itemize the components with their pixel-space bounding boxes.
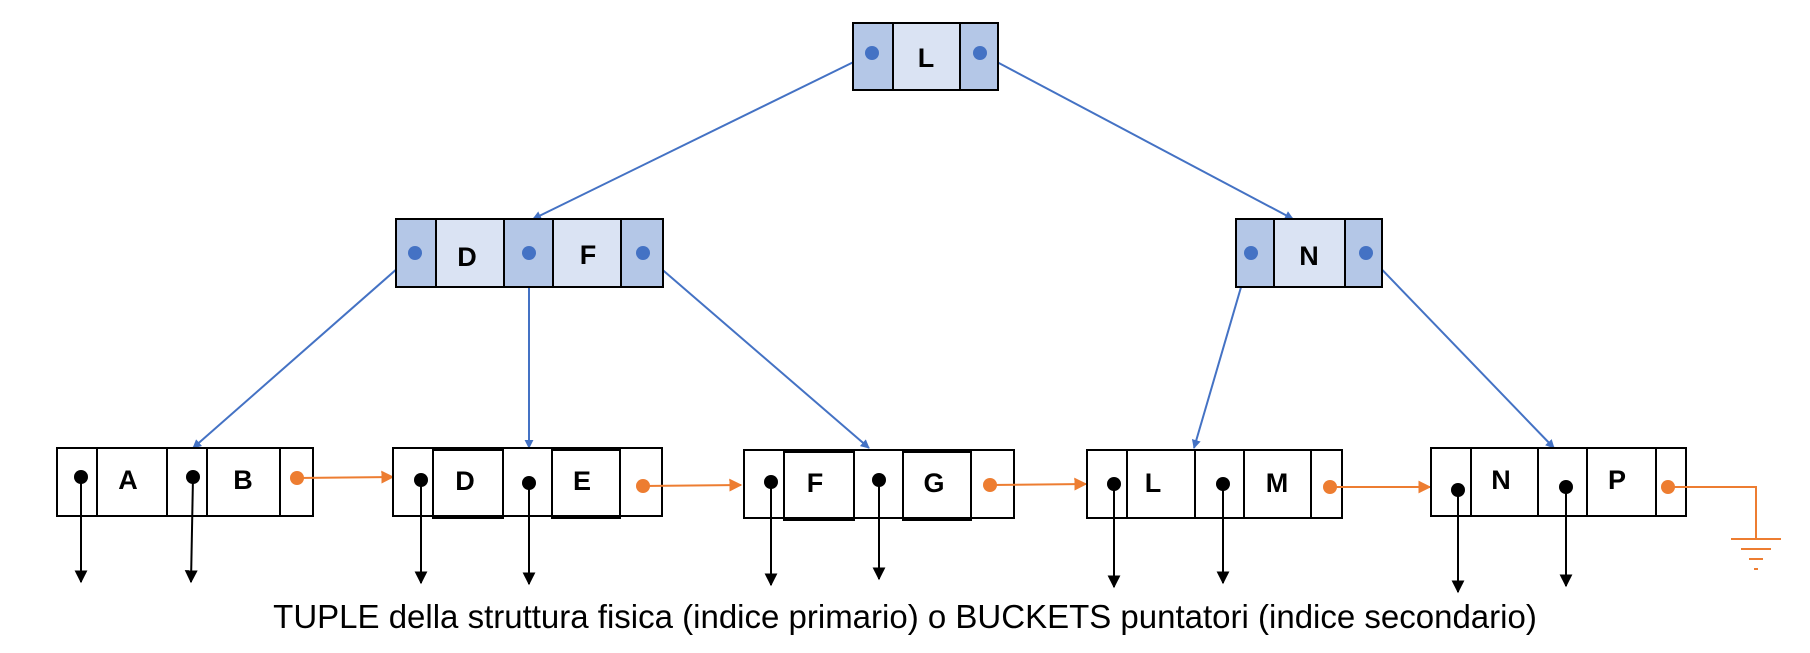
leaf-3-key-1: F — [807, 468, 824, 498]
link-right-p1-to-leaf-5 — [1365, 252, 1555, 449]
link-left-p0-to-leaf-1 — [192, 252, 416, 449]
leaf-1-key-2: B — [233, 465, 253, 495]
key-box — [783, 451, 855, 521]
next-leaf-link — [989, 477, 1088, 491]
leaf-node-1: A B — [56, 447, 395, 584]
internal-right-key: N — [1299, 241, 1319, 271]
link-root-to-internal-right — [979, 52, 1294, 220]
internal-node-left: D F — [395, 218, 664, 288]
diagram-caption: TUPLE della struttura fisica (indice pri… — [273, 598, 1537, 635]
pointer-dot — [865, 46, 879, 60]
pointer-dot — [636, 246, 650, 260]
leaf-3-key-2: G — [923, 468, 944, 498]
leaf-outline — [1086, 449, 1343, 519]
key-box — [432, 449, 504, 519]
internal-node-right: N — [1235, 218, 1383, 288]
leaf-node-4: L M — [1086, 449, 1432, 589]
root-node: L — [852, 22, 999, 91]
key-box — [902, 451, 972, 521]
leaf-outline — [56, 447, 314, 517]
pointer-dot — [1359, 246, 1373, 260]
leaf-5-key-1: N — [1491, 465, 1511, 495]
pointer-dot — [973, 46, 987, 60]
internal-left-key-2: F — [580, 240, 597, 270]
record-pointer-arrow — [184, 476, 198, 584]
link-root-to-internal-left — [532, 52, 873, 220]
root-key: L — [918, 43, 935, 73]
leaf-5-key-2: P — [1608, 465, 1626, 495]
leaf-node-2: D E — [392, 447, 743, 586]
link-left-p2-to-leaf-3 — [642, 252, 870, 449]
next-leaf-link — [296, 470, 395, 484]
leaf-2-key-2: E — [573, 466, 591, 496]
leaf-node-3: F G — [743, 449, 1088, 587]
leaf-4-key-2: M — [1266, 468, 1289, 498]
leaf-node-5: N P — [1430, 447, 1781, 594]
null-pointer-link — [1668, 486, 1757, 538]
root-key-cell — [892, 22, 961, 91]
key-cell — [435, 218, 505, 288]
pointer-dot — [1244, 246, 1258, 260]
leaf-1-key-1: A — [118, 465, 138, 495]
pointer-dot — [408, 246, 422, 260]
next-leaf-link — [642, 478, 743, 492]
leaf-outline — [1430, 447, 1687, 517]
leaf-2-key-1: D — [455, 466, 475, 496]
internal-left-key-1: D — [457, 242, 477, 272]
key-box — [551, 449, 621, 519]
pointer-dot — [522, 246, 536, 260]
leaf-4-key-1: L — [1145, 468, 1162, 498]
ground-icon — [1731, 538, 1781, 570]
